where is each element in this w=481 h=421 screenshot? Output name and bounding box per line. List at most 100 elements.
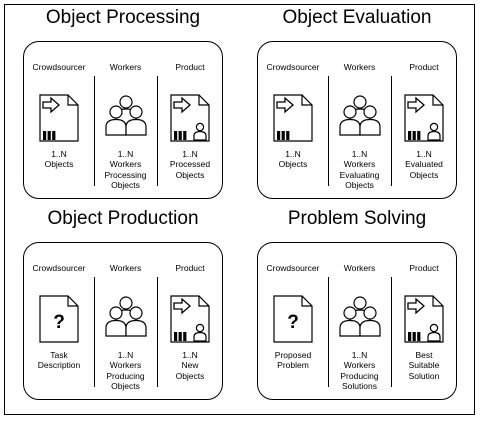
column-divider xyxy=(391,76,392,186)
column-header: Crowdsourcer xyxy=(266,263,320,273)
caption-line: Objects xyxy=(44,159,74,170)
caption-line: Objects xyxy=(278,159,308,170)
column-header: Crowdsourcer xyxy=(32,263,86,273)
column-header: Workers xyxy=(109,62,142,72)
workers-group-icon xyxy=(338,94,382,136)
workers-group-icon xyxy=(338,295,382,337)
document-output-icon xyxy=(404,94,444,142)
quadrant-title: Object Processing xyxy=(45,7,201,28)
column-header: Crowdsourcer xyxy=(32,62,86,72)
caption-line: Workers xyxy=(109,360,142,371)
column-divider xyxy=(157,76,158,186)
column-divider xyxy=(94,76,95,186)
quadrant-title: Object Evaluation xyxy=(282,7,432,28)
document-output-icon xyxy=(170,94,210,142)
workers-group-icon xyxy=(104,295,148,337)
document-output-icon xyxy=(404,295,444,343)
caption-line: Producing xyxy=(340,370,379,381)
workers-group-icon xyxy=(104,94,148,136)
caption-line: Objects xyxy=(175,169,205,180)
column-divider xyxy=(94,277,95,387)
caption-line: Objects xyxy=(111,380,140,391)
caption-line: Objects xyxy=(175,370,205,381)
column-divider xyxy=(328,76,329,186)
caption-line: Processing xyxy=(104,169,147,180)
column-divider xyxy=(391,277,392,387)
column-header: Crowdsourcer xyxy=(266,62,320,72)
quadrant-title: Problem Solving xyxy=(287,208,427,229)
caption-line: Solution xyxy=(408,370,440,381)
caption-line: 1..N xyxy=(285,149,301,159)
column-header: Product xyxy=(409,62,439,72)
caption-line: Problem xyxy=(277,360,309,371)
caption-line: New xyxy=(181,360,199,371)
caption-line: Objects xyxy=(111,179,140,190)
caption-line: 1..N xyxy=(117,350,134,360)
caption-line: Objects xyxy=(409,169,439,180)
caption-line: Description xyxy=(37,360,81,371)
caption-line: 1..N xyxy=(182,350,198,360)
caption-line: Evaluating xyxy=(339,169,380,180)
caption-line: 1..N xyxy=(182,149,198,159)
caption-line: 1..N xyxy=(351,149,368,159)
diagram-frame xyxy=(4,4,475,415)
caption-line: Evaluated xyxy=(405,159,443,170)
caption-line: Suitable xyxy=(408,360,440,371)
column-header: Workers xyxy=(109,263,142,273)
caption-line: Solutions xyxy=(342,380,377,391)
caption-line: 1..N xyxy=(416,149,432,159)
question-document-icon: ? xyxy=(39,295,79,343)
caption-line: 1..N xyxy=(351,350,368,360)
column-header: Product xyxy=(409,263,439,273)
document-output-icon xyxy=(170,295,210,343)
caption-line: Workers xyxy=(109,159,142,170)
caption-line: Workers xyxy=(343,360,376,371)
svg-text:?: ? xyxy=(287,312,299,333)
caption-line: Processed xyxy=(169,159,211,170)
column-divider xyxy=(328,277,329,387)
caption-line: Best xyxy=(415,350,433,360)
caption-line: Objects xyxy=(345,179,374,190)
caption-line: Task xyxy=(50,350,68,360)
quadrant-title: Object Production xyxy=(47,208,199,229)
column-header: Product xyxy=(175,62,205,72)
column-divider xyxy=(157,277,158,387)
caption-line: 1..N xyxy=(117,149,134,159)
column-header: Product xyxy=(175,263,205,273)
column-header: Workers xyxy=(343,263,376,273)
document-input-icon xyxy=(273,94,313,142)
caption-line: 1..N xyxy=(51,149,67,159)
caption-line: Workers xyxy=(343,159,376,170)
caption-line: Proposed xyxy=(274,350,312,360)
document-input-icon xyxy=(39,94,79,142)
svg-text:?: ? xyxy=(53,312,65,333)
caption-line: Producing xyxy=(106,370,145,381)
column-header: Workers xyxy=(343,62,376,72)
